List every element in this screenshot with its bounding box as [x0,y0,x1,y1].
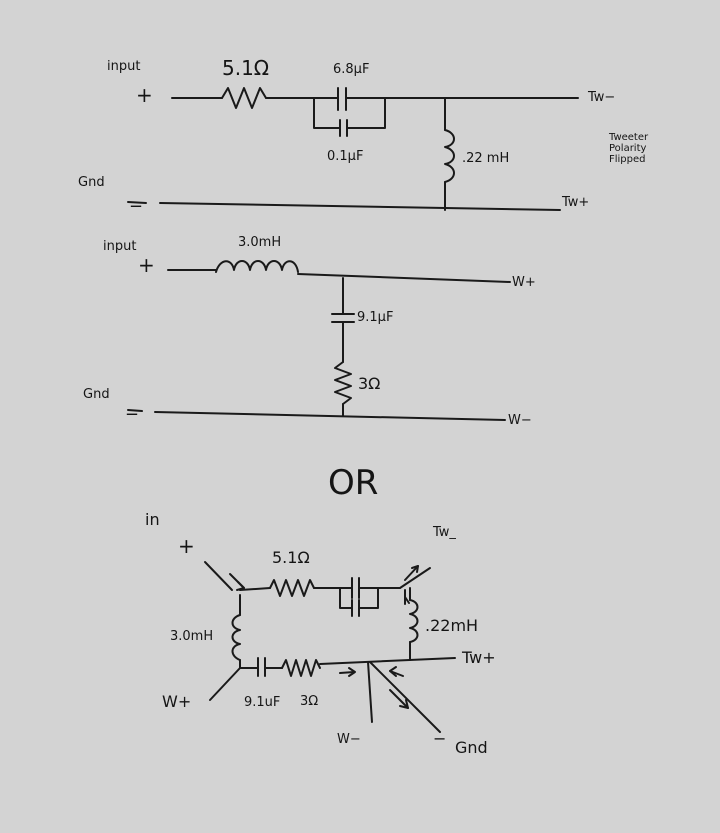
top-inductor-symbol [444,129,455,183]
bottom-left-inductor-label: 3.0mH [170,629,214,644]
bottom-resistor-label: 5.1Ω [272,548,310,567]
or-divider-label: OR [328,463,379,503]
top-gnd-label: Gnd [78,175,105,190]
top-output-tw-plus: Tw+ [562,195,590,210]
bottom-w-minus-label: W− [337,732,361,747]
top-resistor-symbol [221,87,267,109]
middle-gnd-label: Gnd [83,387,110,402]
top-plus-sign: + [136,83,153,107]
bottom-resistor-3ohm-label: 3Ω [300,694,319,709]
bottom-gnd-minus-sign: − [433,729,447,748]
top-inductor-label: .22 mH [462,151,510,166]
bottom-right-inductor-symbol [409,599,419,643]
top-cap-main-label: 6.8μF [333,62,370,77]
bottom-in-label: in [145,510,160,529]
middle-inductor-label: 3.0mH [238,235,282,250]
middle-output-w-plus: W+ [512,275,536,290]
middle-output-w-minus: W− [508,413,532,428]
bottom-tw-minus-label: Tw_ [433,525,456,540]
top-resistor-label: 5.1Ω [222,56,270,80]
middle-input-label: input [103,239,137,254]
middle-circuit-wires [127,260,511,421]
bottom-gnd-label: Gnd [455,738,488,757]
bottom-w-plus-label: W+ [162,692,192,711]
middle-cap-label: 9.1μF [357,310,394,325]
middle-inductor-symbol [215,260,299,273]
bottom-tw-plus-label: Tw+ [462,648,496,667]
bottom-left-inductor-symbol [231,614,241,661]
bottom-small-resistor-symbol [281,659,321,677]
middle-minus-sign: _ [127,391,137,415]
top-cap-bypass-label: 0.1μF [327,149,364,164]
bottom-circuit-wires [204,561,456,733]
top-output-tw-minus: Tw− [588,90,616,105]
bottom-resistor-symbol [269,579,315,597]
middle-plus-sign: + [138,253,155,277]
bottom-plus-sign: + [178,534,195,558]
top-input-label: input [107,59,141,74]
top-minus-sign: _ [131,183,141,207]
bottom-right-inductor-label: .22mH [425,616,479,635]
top-circuit-wires [127,87,579,211]
polarity-note: Tweeter Polarity Flipped [609,132,649,165]
middle-resistor-label: 3Ω [358,374,381,393]
middle-resistor-symbol [334,361,352,405]
bottom-cap-label: 9.1uF [244,695,281,710]
